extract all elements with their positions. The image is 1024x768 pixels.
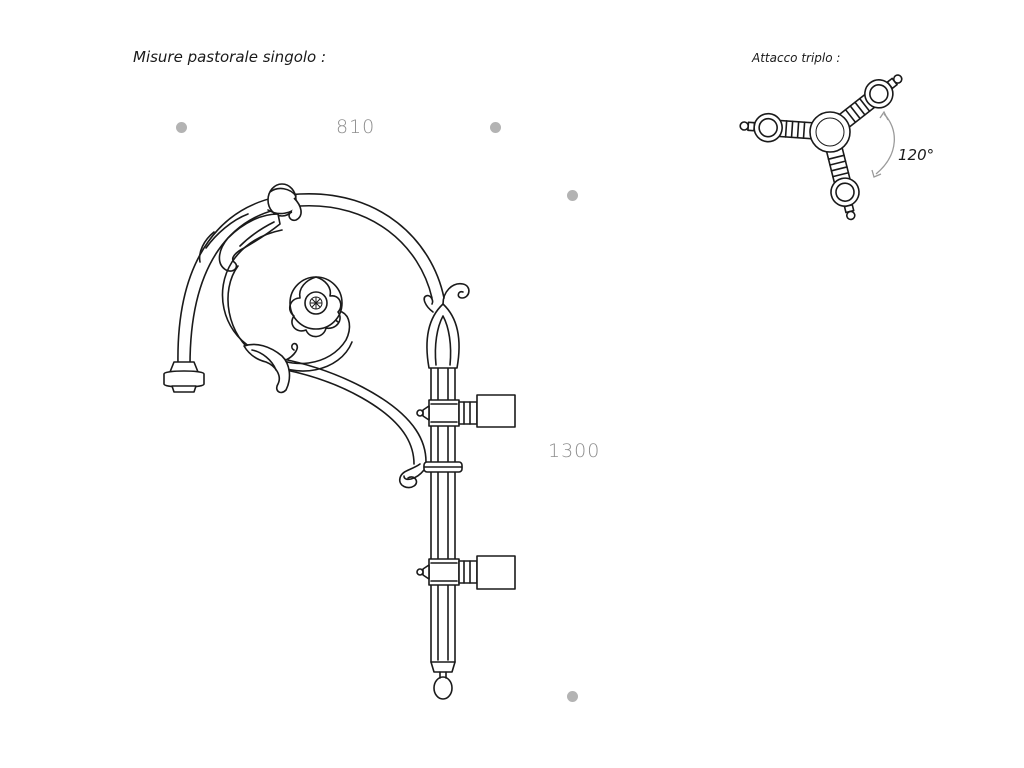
width-marker-left [176,122,187,133]
angle-label: 120° [898,146,935,164]
height-marker-top [567,190,578,201]
triple-mount-arm-lower [825,146,860,221]
triple-mount-arm-upper [838,74,903,129]
width-dimension-label: 810 [336,116,376,138]
height-marker-bottom [567,691,578,702]
triple-mount-title: Attacco triplo : [752,51,841,65]
pole-top-bud [423,282,470,369]
triple-mount-arm-left [739,112,814,143]
single-bracket-title: Misure pastorale singolo : [133,48,327,66]
arc-leaf-collar [198,183,302,272]
diagonal-brace [243,342,427,489]
upper-wall-clamp [416,394,516,428]
lower-wall-clamp [416,555,516,590]
height-dimension-label: 1300 [548,440,601,462]
angle-arc-arrow [871,110,895,178]
rosette-ornament [288,276,343,338]
width-marker-right [490,122,501,133]
pole-ring-collar [423,461,463,473]
